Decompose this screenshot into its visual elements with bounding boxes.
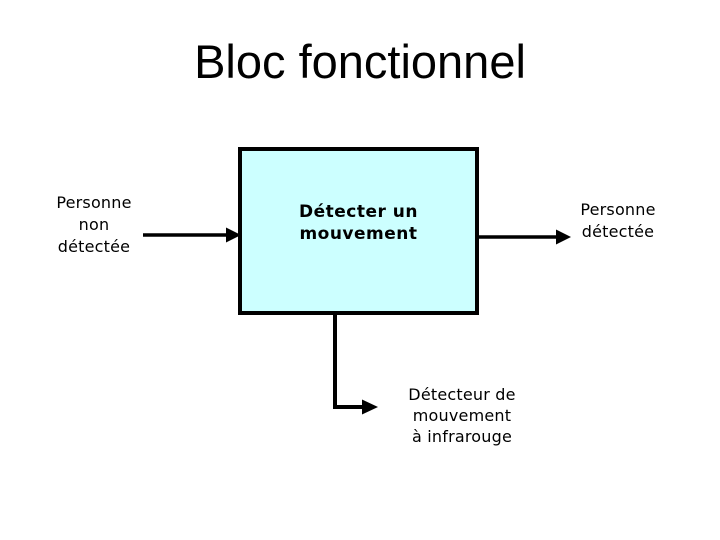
output-arrow-head xyxy=(556,229,571,245)
output-label-line2: détectée xyxy=(581,222,655,241)
sensor-arrow-elbow-line xyxy=(333,313,363,409)
function-block-label-line2: mouvement xyxy=(299,224,418,244)
sensor-label-line3: à infrarouge xyxy=(411,427,513,446)
output-label: Personne détectée xyxy=(572,199,664,243)
function-block-label: Détecter un mouvement xyxy=(299,201,418,245)
function-block-label-line1: Détecter un xyxy=(298,202,419,222)
input-label-line2: non xyxy=(78,215,110,234)
sensor-label-line2: mouvement xyxy=(412,406,512,425)
sensor-arrow-head xyxy=(362,399,378,415)
sensor-label-line1: Détecteur de xyxy=(408,385,516,404)
input-label: Personne non détectée xyxy=(28,192,160,258)
input-label-line1: Personne xyxy=(56,193,132,212)
sensor-arrow xyxy=(333,313,378,415)
function-block: Détecter un mouvement xyxy=(238,147,479,315)
output-label-line1: Personne xyxy=(580,200,656,219)
sensor-label: Détecteur de mouvement à infrarouge xyxy=(398,384,526,447)
slide-title: Bloc fonctionnel xyxy=(194,35,526,88)
input-label-line3: détectée xyxy=(57,237,131,256)
output-arrow xyxy=(479,229,571,245)
